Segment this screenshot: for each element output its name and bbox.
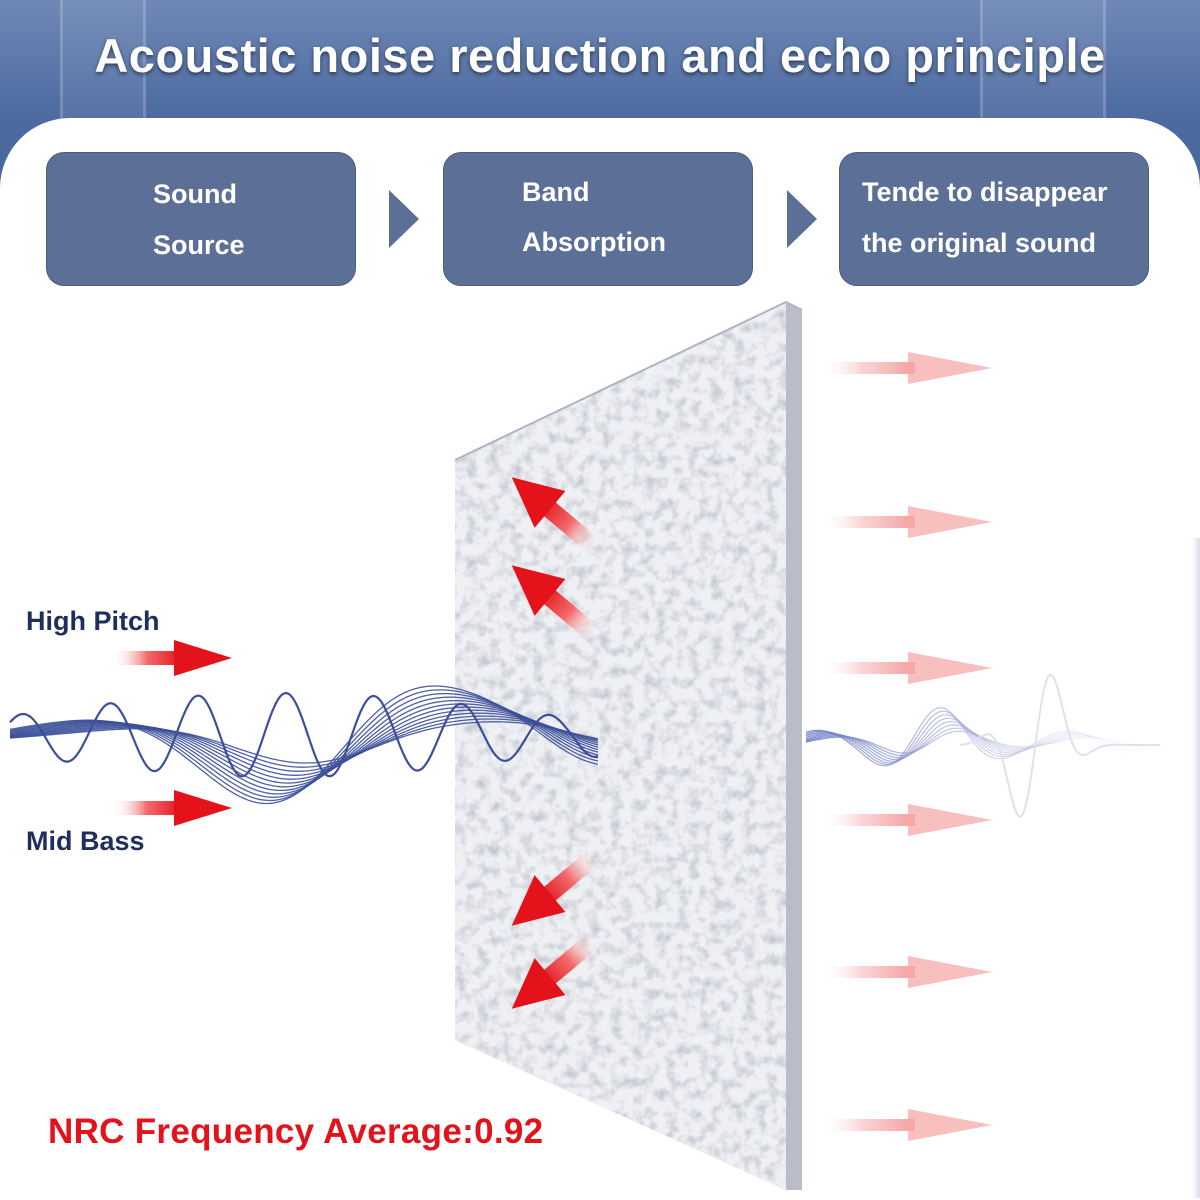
incoming-sound-wave: [9, 685, 599, 805]
nrc-average-text: NRC Frequency Average:0.92: [48, 1112, 544, 1151]
wave-strand: [805, 710, 1161, 766]
faded-arrow: [820, 352, 992, 384]
wave-strand: [805, 717, 1161, 763]
faded-arrow: [820, 652, 992, 684]
background-window: [60, 0, 146, 123]
step-sound-source: Sound Source: [46, 152, 356, 286]
step-line: Sound: [153, 179, 237, 209]
background-window: [980, 0, 1106, 123]
wave-strand: [9, 685, 599, 805]
wave-strand: [9, 691, 599, 778]
faded-arrow: [820, 804, 992, 836]
page-title: Acoustic noise reduction and echo princi…: [94, 29, 1106, 82]
step-band-absorption: Band Absorption: [443, 152, 753, 286]
red-arrow: [511, 848, 602, 926]
wave-strand: [9, 712, 599, 776]
chevron-right-icon: [389, 190, 419, 248]
acoustic-panel: [454, 300, 803, 1190]
transmitted-arrows: [820, 352, 992, 1141]
step-line: Source: [153, 230, 245, 260]
wave-strand: [9, 715, 599, 772]
red-arrow: [511, 565, 602, 643]
chevron-right-icon: [787, 190, 817, 248]
wave-strand: [9, 718, 599, 768]
wave-strand: [9, 709, 599, 780]
incoming-arrows: [112, 640, 232, 826]
wave-strand: [9, 706, 599, 784]
red-arrow: [112, 640, 232, 676]
mid-bass-label: Mid Bass: [26, 826, 145, 856]
faded-arrow: [820, 1109, 992, 1141]
red-arrow: [511, 477, 602, 555]
step-sound-disappears: Tende to disappear the original sound: [839, 152, 1149, 286]
step-line: Tende to disappear: [862, 177, 1108, 207]
reflected-arrows: [511, 477, 602, 1009]
step-line: Absorption: [522, 227, 666, 257]
wave-strand: [805, 706, 1161, 767]
step-line: Band: [522, 177, 590, 207]
faded-arrow: [820, 506, 992, 538]
wave-strand: [959, 673, 1160, 818]
step-line: the original sound: [862, 228, 1096, 258]
high-pitch-label: High Pitch: [26, 606, 160, 636]
red-arrow: [112, 790, 232, 826]
faded-arrow: [820, 956, 992, 988]
red-arrow: [511, 931, 602, 1009]
wave-strand: [805, 714, 1161, 764]
outgoing-sound-wave: [805, 673, 1161, 818]
wave-strand: [9, 721, 599, 764]
wave-strand: [9, 703, 599, 788]
